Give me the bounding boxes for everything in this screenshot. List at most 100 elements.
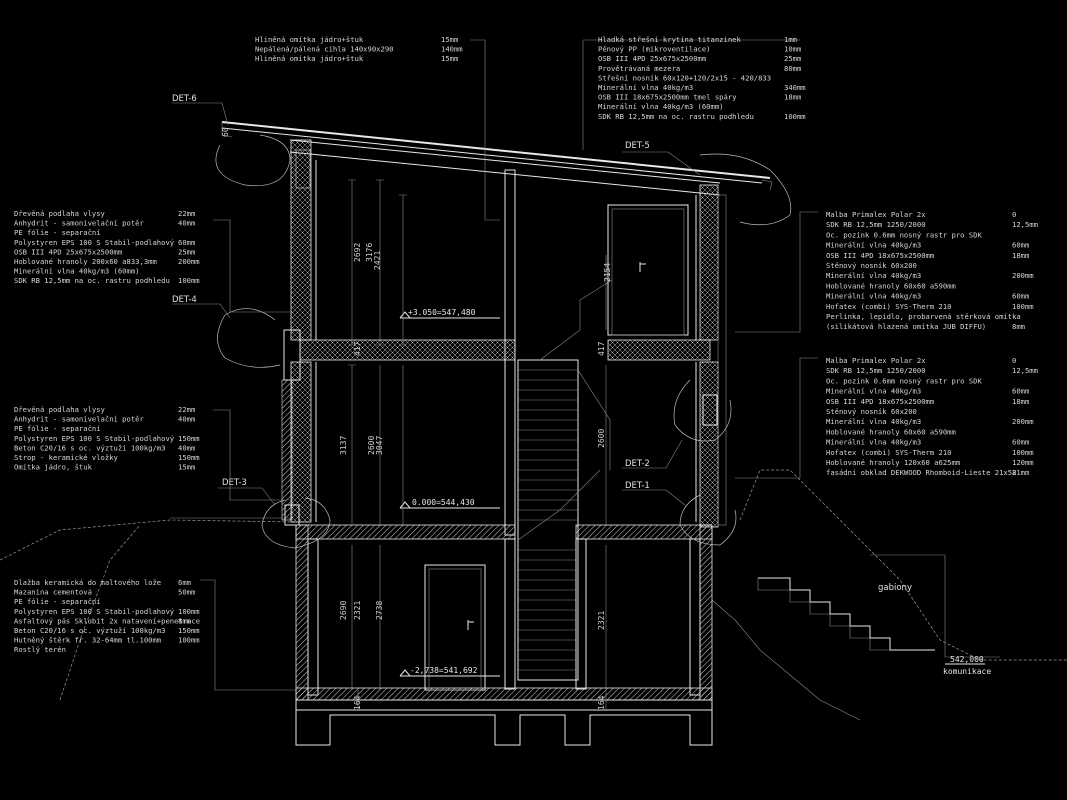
det4-label: DET-4	[172, 295, 197, 305]
note-value: 18mm	[1012, 397, 1029, 406]
note-value: 25mm	[178, 247, 195, 256]
note-value: 18mm	[784, 93, 801, 102]
dim-2421: 2421	[373, 251, 382, 270]
note-text: Malba Primalex Polar 2x	[826, 210, 926, 219]
note-value: 100mm	[178, 607, 200, 616]
note-text: Minerální vlna 40kg/m3	[826, 438, 921, 447]
note-text: Dřevěná podlaha vlysy	[14, 209, 106, 218]
note-text: Beton C20/16 s oc. výztuží 100kg/m3	[14, 443, 165, 452]
note-text: Hladká střešní krytina titanzinek	[598, 35, 741, 44]
leader-lines	[200, 39, 818, 691]
doors	[424, 204, 689, 691]
walls	[281, 139, 727, 746]
note-text: Perlinka, lepidlo, probarvená stěrková o…	[826, 312, 1021, 321]
dim-2690: 2690	[339, 601, 348, 620]
note-text: Nepálená/pálená cihla 140x90x290	[255, 45, 393, 54]
dim-417b: 417	[597, 341, 606, 356]
dim-164a: 164	[353, 695, 362, 710]
note-value: 8mm	[178, 616, 191, 625]
note-text: Minerální vlna 40kg/m3	[826, 417, 921, 426]
note-value: 60mm	[178, 238, 195, 247]
note-text: Hoblované hranoly 120x60 a625mm	[826, 458, 960, 467]
dim-3176: 3176	[365, 243, 374, 262]
note-value: 150mm	[178, 626, 200, 635]
note-value: 1mm	[784, 35, 797, 44]
note-value: 200mm	[1012, 271, 1034, 280]
note-text: Rostlý terén	[14, 645, 66, 654]
dim-2600a: 2600	[367, 436, 376, 455]
note-value: 10mm	[784, 45, 801, 54]
note-text: Beton C20/16 s oc. výztuží 100kg/m3	[14, 626, 165, 635]
dim-2154: 2154	[603, 263, 612, 282]
det3-label: DET-3	[222, 478, 247, 488]
note-text: OSB III 4PD 25x675x2500mm	[14, 247, 122, 256]
note-text: Anhydrit - samonivelační potěr	[14, 219, 144, 228]
notes-wall-top: Hliněná omítka jádro+štuk 15mm Nepálená/pá…	[255, 35, 463, 63]
note-text: Hliněná omítka jádro+štuk	[255, 35, 364, 44]
note-value: 40mm	[178, 219, 195, 228]
level-ground: 0.000=544,430	[412, 498, 475, 507]
note-value: 22mm	[178, 209, 195, 218]
note-text: SDK RB 12,5mm 1250/2000	[826, 366, 926, 375]
note-value: 60mm	[1012, 292, 1029, 301]
terrain	[0, 469, 1067, 721]
note-text: OSB III 4PD 25x675x2500mm	[598, 54, 706, 63]
dim-60: 60	[221, 127, 230, 137]
note-text: Stěnový nosník 60x200	[826, 261, 917, 270]
dim-3137: 3137	[339, 436, 348, 455]
note-text: (silikátová hlazená omítka JUB DIFFU)	[826, 322, 986, 331]
note-value: 100mm	[178, 276, 200, 285]
windows	[283, 329, 718, 526]
dim-2321a: 2321	[353, 601, 362, 620]
note-text: Stěnový nosník 60x200	[826, 407, 917, 416]
note-value: 100mm	[784, 112, 806, 121]
note-text: Asfaltový pás Sklobit 2x natavení+penetr…	[14, 616, 200, 625]
note-value: 60mm	[1012, 438, 1029, 447]
note-value: 60mm	[1012, 241, 1029, 250]
note-value: 8mm	[1012, 322, 1025, 331]
note-value: 18mm	[1012, 251, 1029, 260]
note-value: 22mm	[178, 405, 195, 414]
note-value: 100mm	[1012, 448, 1034, 457]
note-value: 0	[1012, 210, 1016, 219]
note-text: Oc. pozink 0.6mm nosný rastr pro SDK	[826, 376, 982, 385]
note-text: Dřevěná podlaha vlysy	[14, 405, 106, 414]
note-text: OSB III 4PD 18x675x2500mm	[826, 397, 934, 406]
level-terrain: 542,000	[950, 655, 984, 664]
note-text: Hutněný štěrk fr. 32-64mm tl.100mm	[14, 636, 161, 645]
level-basement: -2,738=541,692	[410, 666, 478, 675]
det2-label: DET-2	[625, 459, 650, 469]
note-value: 200mm	[1012, 417, 1034, 426]
road-label: komunikace	[943, 667, 991, 676]
note-text: Provětrávaná mezera	[598, 64, 680, 73]
note-text: Hoblované hranoly 60x60 a590mm	[826, 281, 956, 290]
note-text: Polystyren EPS 100 S Stabil-podlahový	[14, 238, 175, 247]
dimension-lines	[348, 179, 607, 710]
note-text: Pěnový PP (mikroventilace)	[598, 45, 711, 54]
note-value: 150mm	[178, 434, 200, 443]
note-text: fasádní obklad DEKWOOD Rhomboid-Lieste 2…	[826, 468, 1016, 477]
note-value: 150mm	[178, 453, 200, 462]
det1-label: DET-1	[625, 481, 650, 491]
note-value: 12,5mm	[1012, 220, 1038, 229]
note-text: Hoblované hranoly 60x60 a590mm	[826, 427, 956, 436]
note-text: Minerální vlna 40kg/m3 (60mm)	[598, 102, 724, 111]
note-value: 6mm	[178, 578, 191, 587]
note-text: Oc. pozink 0.6mm nosný rastr pro SDK	[826, 230, 982, 239]
note-value: 15mm	[441, 54, 458, 63]
note-text: Hofatex (combi) SYS-Therm 210	[826, 302, 952, 311]
note-text: PE fólie - separační	[14, 228, 101, 237]
dim-164b: 164	[597, 695, 606, 710]
note-value: 100mm	[178, 636, 200, 645]
note-text: Minerální vlna 40kg/m3	[598, 83, 693, 92]
detail-markers: DET-6 DET-5 DET-4 DET-3 DET-2 DET-1	[172, 94, 792, 549]
note-text: Dlažba keramická do maltového lože	[14, 578, 161, 587]
note-text: Omítka jádro, štuk	[14, 463, 93, 472]
note-text: SDK RB 12,5mm 1250/2000	[826, 220, 926, 229]
note-text: Strop - keramické vložky	[14, 453, 119, 462]
note-value: 60mm	[1012, 387, 1029, 396]
note-text: PE fólie - separační	[14, 424, 101, 433]
